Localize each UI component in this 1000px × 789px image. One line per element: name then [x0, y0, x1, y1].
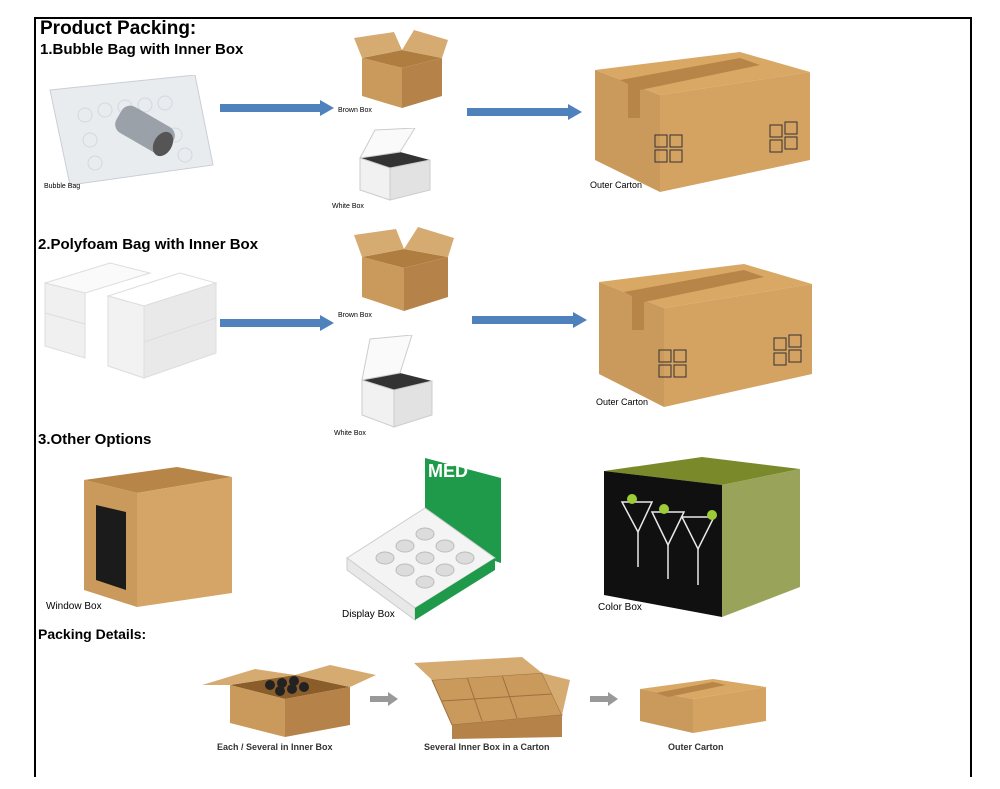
- brown-box-caption: Brown Box: [338, 312, 372, 319]
- arrow-right-icon: [220, 100, 335, 116]
- window-box-image: [82, 465, 234, 610]
- packing-step-1-caption: Each / Several in Inner Box: [217, 742, 333, 752]
- white-box-caption: White Box: [332, 203, 364, 210]
- display-box-caption: Display Box: [342, 609, 395, 620]
- color-box-image: [602, 457, 802, 619]
- white-box-image: [355, 128, 435, 203]
- bubble-bag-caption: Bubble Bag: [44, 183, 81, 190]
- outer-carton-caption: Outer Carton: [590, 180, 643, 190]
- arrow-right-icon: [220, 315, 335, 331]
- section-3-heading: 3.Other Options: [38, 431, 152, 448]
- page-title: Product Packing:: [40, 18, 197, 39]
- color-box-caption: Color Box: [598, 602, 642, 613]
- brown-box-caption: Brown Box: [338, 107, 372, 114]
- outer-carton-image: [594, 262, 816, 410]
- white-box-image: [358, 335, 436, 430]
- bubble-bag-image: [45, 75, 215, 185]
- packing-step-3-caption: Outer Carton: [668, 742, 724, 752]
- section-2-heading: 2.Polyfoam Bag with Inner Box: [38, 236, 259, 253]
- outer-carton-image: [590, 50, 815, 195]
- display-box-image: [345, 458, 505, 623]
- section-1-heading: 1.Bubble Bag with Inner Box: [40, 41, 244, 58]
- inner-box-image: [200, 655, 380, 740]
- brown-box-image: [352, 28, 450, 110]
- packing-details-heading: Packing Details:: [38, 626, 147, 642]
- arrow-right-icon: [370, 692, 398, 706]
- packing-step-2-caption: Several Inner Box in a Carton: [424, 742, 550, 752]
- arrow-right-icon: [467, 104, 583, 120]
- arrow-right-icon: [590, 692, 618, 706]
- arrow-right-icon: [472, 312, 588, 328]
- display-box-brand: MED: [428, 461, 468, 481]
- window-box-caption: Window Box: [46, 601, 102, 612]
- polyfoam-block-image: [40, 258, 218, 383]
- outer-carton-caption: Outer Carton: [596, 397, 649, 407]
- page-frame: [34, 17, 972, 777]
- brown-box-image: [352, 225, 457, 313]
- outer-carton-image: [638, 677, 768, 735]
- white-box-caption: White Box: [334, 430, 366, 437]
- carton-with-inner-boxes-image: [412, 655, 572, 740]
